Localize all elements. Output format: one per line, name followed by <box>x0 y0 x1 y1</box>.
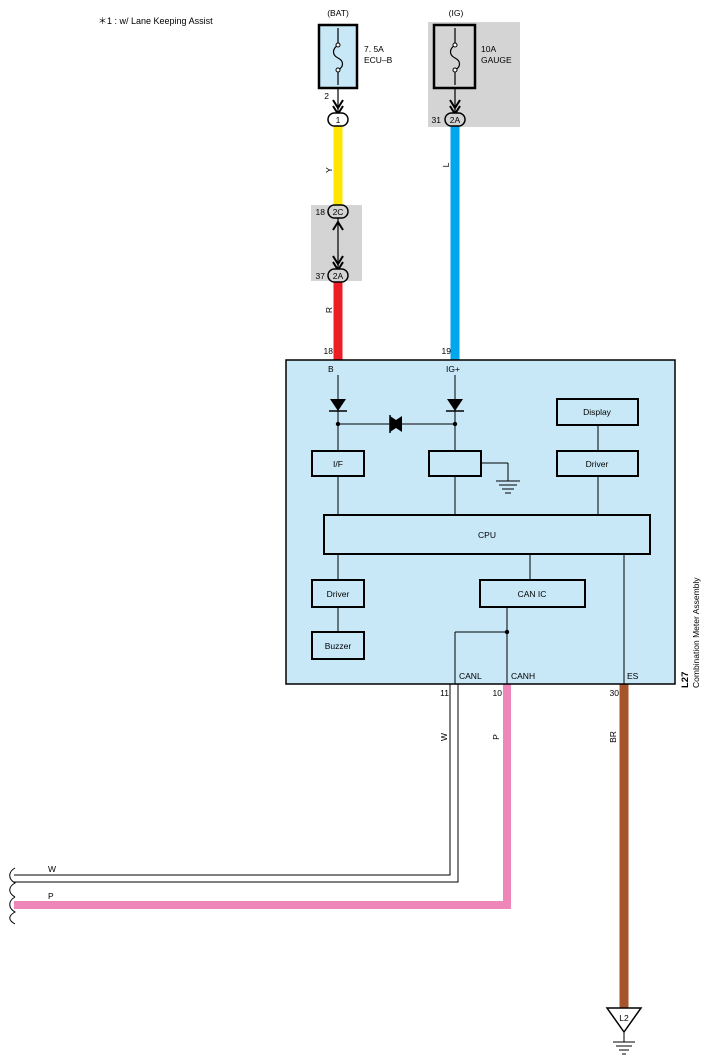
terminal-label-es: ES <box>627 671 639 681</box>
ground-code: L2 <box>619 1013 629 1023</box>
fuse-name: ECU–B <box>364 55 393 65</box>
terminal-label-b: B <box>328 364 334 374</box>
wire-label-y: Y <box>324 167 334 173</box>
internal-ground-icon <box>496 480 520 494</box>
wire-break-icon <box>9 896 17 925</box>
pin-number: 37 <box>316 271 326 281</box>
pin-number: 31 <box>432 115 442 125</box>
combination-meter: 18 19 B IG+ <box>285 346 676 685</box>
cpu-label: CPU <box>478 530 496 540</box>
ground-triangle-icon <box>605 1007 643 1034</box>
connector-2a-ig: 31 2A <box>432 88 466 127</box>
connector-label: 1 <box>336 115 341 125</box>
terminal-label-ig: IG+ <box>446 364 460 374</box>
diode-ig-icon <box>446 399 464 412</box>
fuse-source-ig: (IG) <box>449 8 464 18</box>
meter-name: Combination Meter Assembly <box>691 577 701 688</box>
fuse-element-icon <box>449 28 461 85</box>
display-driver-label: Driver <box>586 459 609 469</box>
wire-break-icon <box>9 867 17 898</box>
connector-label: 2A <box>450 115 461 125</box>
connector-arrow-icon <box>332 220 344 231</box>
if-label: I/F <box>333 459 343 469</box>
wire-label-r: R <box>324 307 334 313</box>
fuse-rating: 10A <box>481 44 496 54</box>
fuse-ecu-b: (BAT) 7. 5A ECU–B <box>317 8 393 90</box>
wire-label-w-horizontal: W <box>48 864 56 874</box>
pin-number-b: 18 <box>324 346 334 356</box>
connector-label: 2C <box>333 207 344 217</box>
pin-number: 2 <box>324 91 329 101</box>
pin-number: 18 <box>316 207 326 217</box>
pin-number-ig: 19 <box>442 346 452 356</box>
pin-number-canh: 10 <box>493 688 503 698</box>
footnote-text: ＊1 : w/ Lane Keeping Assist <box>98 16 213 26</box>
diode-b-icon <box>329 399 347 412</box>
display-driver-block <box>556 450 639 477</box>
connector-arrow-icon <box>332 99 344 110</box>
connector-arrow-icon <box>449 99 461 110</box>
fuse-element-icon <box>332 28 344 85</box>
fuse-rating: 7. 5A <box>364 44 384 54</box>
wire-label-p-vertical: P <box>491 734 501 740</box>
connector-label: 2A <box>333 271 344 281</box>
wires <box>14 126 629 1008</box>
wire-w-outline-b <box>14 684 459 883</box>
fuse-source-bat: (BAT) <box>327 8 349 18</box>
ground-l2: L2 <box>605 1007 643 1055</box>
buzzer-driver-label: Driver <box>327 589 350 599</box>
wire-label-p-horizontal: P <box>48 891 54 901</box>
fuse-name: GAUGE <box>481 55 512 65</box>
display-block <box>556 398 639 426</box>
terminal-label-canh: CANH <box>511 671 535 681</box>
wire-label-l: L <box>441 162 451 167</box>
terminal-label-canl: CANL <box>459 671 482 681</box>
regulator-block <box>428 450 482 477</box>
meter-code: L27 <box>680 672 691 688</box>
fuse-gauge: (IG) 10A GAUGE <box>428 8 520 127</box>
display-label: Display <box>583 407 612 417</box>
if-block <box>311 450 365 477</box>
pin-number-es: 30 <box>610 688 620 698</box>
wire-label-w-vertical: W <box>439 733 449 741</box>
buzzer-block <box>311 631 365 660</box>
buzzer-driver-block <box>311 579 365 608</box>
wire-w-outline-a <box>14 684 451 876</box>
cpu-block <box>323 514 651 555</box>
wire-label-br: BR <box>608 731 618 743</box>
connector-1: 2 1 <box>324 88 349 127</box>
buzzer-label: Buzzer <box>325 641 352 651</box>
diode-horizontal-icon <box>389 415 402 433</box>
junction-connectors: 2C 18 2A 37 <box>316 204 349 283</box>
wire-p <box>14 684 511 909</box>
can-ic-label: CAN IC <box>518 589 547 599</box>
pin-number-canl: 11 <box>440 688 449 698</box>
can-ic-block <box>479 579 586 608</box>
